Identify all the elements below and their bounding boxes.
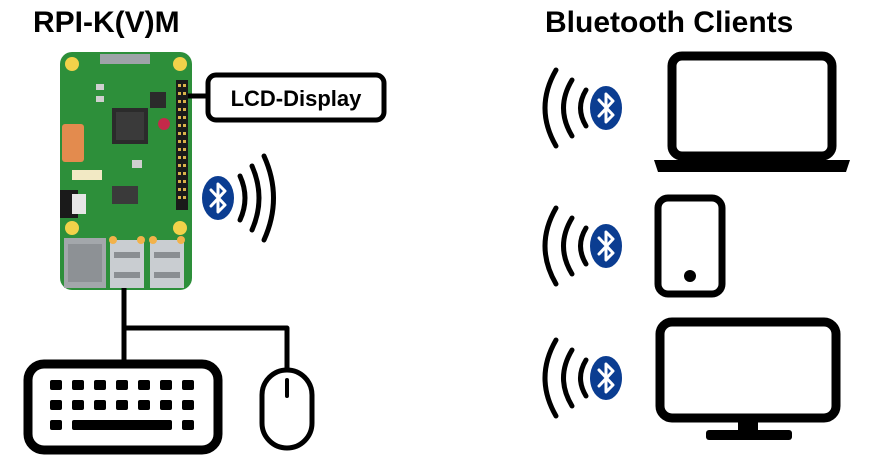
client-1-bluetooth-icon bbox=[588, 84, 624, 132]
mouse-icon bbox=[259, 367, 315, 451]
client-row-tablet bbox=[545, 194, 726, 298]
rpi-title: RPI-K(V)M bbox=[33, 6, 180, 39]
clients-title: Bluetooth Clients bbox=[545, 6, 793, 39]
client-2-waves-icon bbox=[545, 208, 586, 284]
lcd-display-label: LCD-Display bbox=[231, 86, 363, 111]
client-1-waves-icon bbox=[545, 70, 586, 146]
lcd-display-box: LCD-Display bbox=[205, 72, 387, 123]
rpi-bluetooth-icon bbox=[200, 174, 236, 222]
keyboard-icon bbox=[23, 359, 223, 455]
client-3-bluetooth-icon bbox=[588, 354, 624, 402]
raspberry-pi-board-icon bbox=[60, 52, 192, 290]
client-2-bluetooth-icon bbox=[588, 222, 624, 270]
tablet-icon bbox=[654, 194, 726, 298]
rpi-bluetooth-waves-icon bbox=[237, 153, 276, 243]
client-3-waves-icon bbox=[545, 340, 586, 416]
usb-cable-lines bbox=[121, 288, 290, 372]
laptop-icon bbox=[654, 51, 850, 172]
client-row-laptop bbox=[545, 51, 850, 172]
monitor-icon bbox=[655, 317, 841, 440]
client-row-monitor bbox=[545, 317, 841, 440]
